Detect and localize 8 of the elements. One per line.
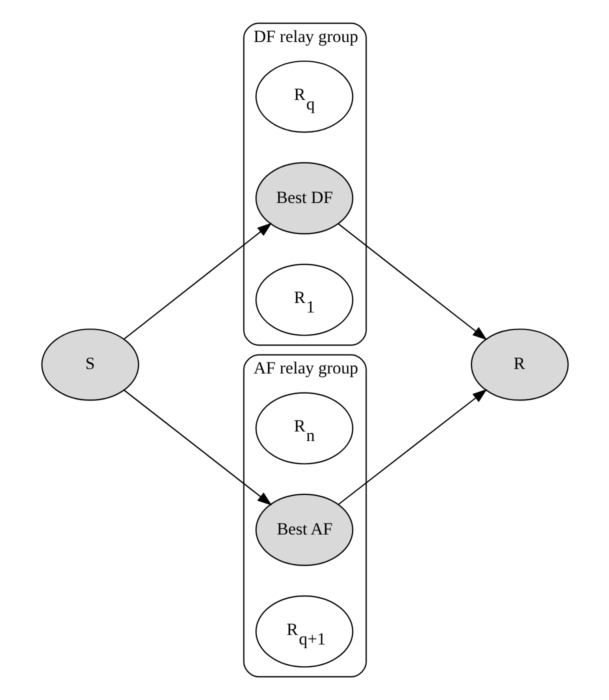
arrow bbox=[338, 223, 487, 340]
arrow bbox=[338, 389, 487, 505]
node-ellipse: Best DF bbox=[254, 162, 353, 234]
arrow bbox=[123, 390, 272, 506]
node-ellipse: S bbox=[40, 328, 139, 401]
arrow bbox=[123, 222, 272, 340]
node-ellipse: Best AF bbox=[254, 494, 353, 566]
node-ellipse: R bbox=[470, 328, 568, 401]
